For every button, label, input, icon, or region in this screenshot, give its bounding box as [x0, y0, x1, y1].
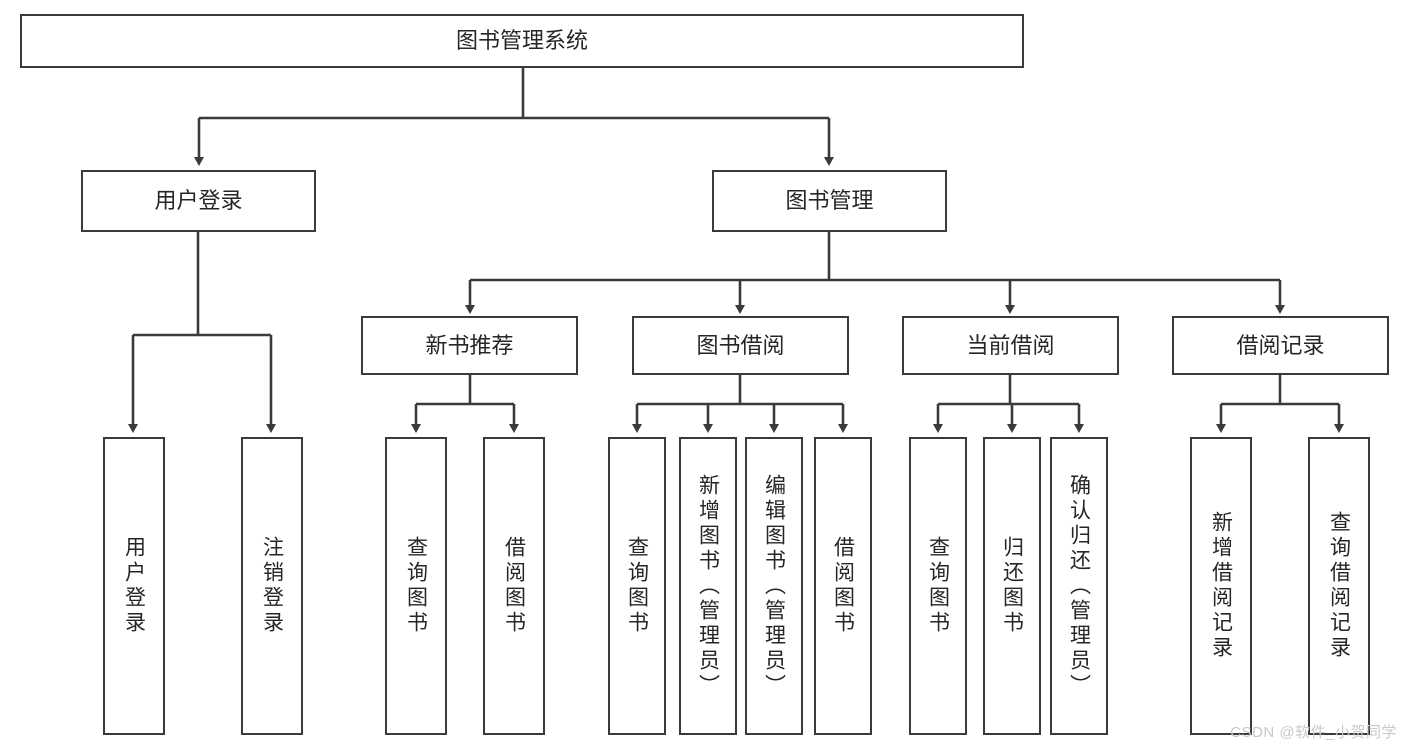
watermark-text: CSDN @软件_小贺同学 — [1230, 724, 1397, 741]
node-label: 图书借阅 — [696, 332, 785, 358]
leaf-label: 确认归还（管理员） — [1067, 473, 1091, 699]
leaf-label: 查询图书 — [625, 536, 649, 636]
leaf-node[interactable]: 借阅图书 — [814, 437, 872, 735]
leaf-node[interactable]: 用户登录 — [103, 437, 165, 735]
leaf-node[interactable]: 借阅图书 — [483, 437, 545, 735]
leaf-label: 查询借阅记录 — [1327, 511, 1351, 661]
leaf-node[interactable]: 编辑图书（管理员） — [745, 437, 803, 735]
leaf-node[interactable]: 新增图书（管理员） — [679, 437, 737, 735]
leaf-label: 借阅图书 — [831, 536, 855, 636]
leaf-label: 查询图书 — [404, 536, 428, 636]
leaf-node[interactable]: 确认归还（管理员） — [1050, 437, 1108, 735]
node-label: 当前借阅 — [966, 332, 1055, 358]
node-level2-book-management[interactable]: 图书管理 — [712, 170, 947, 232]
leaf-label: 新增借阅记录 — [1209, 511, 1233, 661]
leaf-node[interactable]: 查询图书 — [608, 437, 666, 735]
leaf-label: 注销登录 — [260, 536, 284, 636]
leaf-node[interactable]: 查询借阅记录 — [1308, 437, 1370, 735]
leaf-label: 查询图书 — [926, 536, 950, 636]
leaf-node[interactable]: 注销登录 — [241, 437, 303, 735]
node-label: 用户登录 — [154, 188, 243, 214]
node-level2-user-login[interactable]: 用户登录 — [81, 170, 316, 232]
node-label: 新书推荐 — [425, 332, 514, 358]
node-root-label: 图书管理系统 — [455, 28, 588, 54]
leaf-node[interactable]: 归还图书 — [983, 437, 1041, 735]
node-level3-current-borrow[interactable]: 当前借阅 — [902, 316, 1119, 375]
node-level3-book-borrow[interactable]: 图书借阅 — [632, 316, 849, 375]
leaf-label: 新增图书（管理员） — [696, 473, 720, 699]
node-root[interactable]: 图书管理系统 — [20, 14, 1024, 68]
leaf-node[interactable]: 新增借阅记录 — [1190, 437, 1252, 735]
leaf-label: 归还图书 — [1000, 536, 1024, 636]
leaf-label: 编辑图书（管理员） — [762, 473, 786, 699]
node-level3-new-book-recommend[interactable]: 新书推荐 — [361, 316, 578, 375]
leaf-label: 用户登录 — [122, 536, 146, 636]
leaf-label: 借阅图书 — [502, 536, 526, 636]
leaf-node[interactable]: 查询图书 — [385, 437, 447, 735]
node-label: 借阅记录 — [1236, 332, 1325, 358]
node-level3-borrow-record[interactable]: 借阅记录 — [1172, 316, 1389, 375]
node-label: 图书管理 — [785, 188, 874, 214]
leaf-node[interactable]: 查询图书 — [909, 437, 967, 735]
